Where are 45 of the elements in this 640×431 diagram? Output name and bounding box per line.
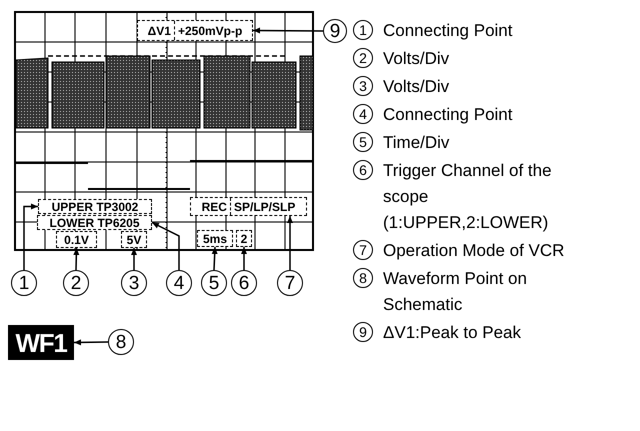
callout-number: 2 [63,270,89,296]
readout-box: ΔV1 +250mVp-p [137,20,253,41]
readout-box: 5ms [197,230,233,247]
callout-number: 6 [231,270,257,296]
callout-number: 7 [353,240,373,260]
callout-number: 1 [353,20,373,40]
callout-number: 3 [353,76,373,96]
arrow [131,248,137,270]
callout-number: 9 [323,19,347,43]
arrow [253,28,323,34]
callout-number: 5 [353,132,373,152]
callout-number: 8 [108,329,134,355]
legend-description: Time/Div [383,132,450,154]
callout-number: 6 [353,160,373,180]
callout-number: 2 [353,48,373,68]
readout-box: 0.1V [56,231,97,248]
arrow [152,222,180,270]
legend-description: Volts/Div [383,76,450,98]
legend-description: Waveform Point on Schematic [383,268,528,316]
legend-description: ΔV1:Peak to Peak [383,322,522,344]
legend-description: Connecting Point [383,104,514,126]
arrow [73,248,80,270]
callout-number: 8 [353,268,373,288]
callout-number: 4 [166,270,192,296]
legend-description: Operation Mode of VCR [383,240,566,262]
callout-number: 4 [353,104,373,124]
legend-description: Connecting Point [383,20,514,42]
readout-box: 2 [236,230,252,247]
callout-number: 9 [353,322,373,342]
waveform-tag: WF1 [8,325,74,360]
callout-number: 1 [11,270,37,296]
callout-number: 5 [201,270,227,296]
readout-box: UPPER TP3002 [38,199,152,214]
arrow [241,247,247,270]
readout-box: REC SP/LP/SLP [190,197,307,216]
arrow [287,216,293,270]
arrow [74,339,108,346]
arrow [23,204,38,270]
readout-box: 5V [121,231,147,248]
readout-box: LOWER TP6205 [37,215,152,230]
arrow [212,246,218,270]
callout-number: 7 [277,270,303,296]
callout-number: 3 [121,270,147,296]
legend-description: Volts/Div [383,48,450,70]
legend-description: Trigger Channel of the scope (1:UPPER,2:LOWER) [383,160,553,234]
